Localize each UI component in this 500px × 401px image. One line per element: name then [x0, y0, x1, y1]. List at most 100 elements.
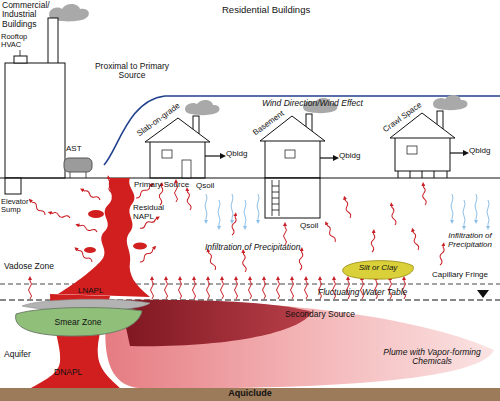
storage-tank	[64, 158, 92, 172]
water-table-symbol	[477, 290, 489, 298]
diagram-label: Vadose Zone	[4, 262, 54, 271]
infiltration-arrow	[231, 194, 233, 222]
diagram-label: Infiltration of Precipitation	[205, 243, 300, 252]
vapor-arrow	[81, 188, 101, 201]
residual-napl	[88, 210, 104, 218]
diagram-label: Residential Buildings	[222, 5, 310, 15]
diagram-label: Qsoil	[300, 222, 318, 231]
diagram-label: Qbldg	[469, 147, 490, 156]
diagram-label: Wind Direction/Wind Effect	[262, 99, 363, 108]
diagram-label: Elevator Sump	[1, 198, 41, 215]
commercial-building	[5, 63, 65, 178]
diagram-label: Aquifer	[4, 350, 31, 359]
vapor-arrow	[29, 278, 32, 299]
vapor-arrow	[75, 247, 93, 263]
node-text: Smear Zone	[12, 318, 144, 327]
infiltration-arrow	[475, 194, 477, 222]
soil-lens: Silt or Clay	[340, 258, 416, 280]
window	[162, 150, 172, 158]
diagram-label: Fluctuating Water Table	[318, 288, 407, 297]
diagram-label: AST	[66, 145, 82, 154]
ladder	[272, 180, 279, 216]
aquiclude-layer: Aquiclude	[0, 388, 500, 401]
vapor-arrow	[165, 278, 168, 299]
plume-shape	[105, 300, 494, 388]
vapor-arrow	[151, 278, 154, 299]
infiltration-arrow	[257, 194, 259, 222]
infiltration-arrow	[218, 200, 220, 228]
diagram-label: Rooftop HVAC	[1, 33, 39, 50]
airflow-arrow	[450, 152, 466, 153]
diagram-label: Qbldg	[339, 152, 360, 161]
diagram-label: DNAPL	[54, 368, 82, 377]
node-text: Silt or Clay	[340, 264, 416, 273]
diagram-label: Qsoil	[196, 182, 214, 191]
smoke-stack	[48, 18, 58, 64]
vapor-arrow	[439, 244, 446, 265]
infiltration-arrow	[205, 194, 207, 222]
residual-napl	[84, 247, 96, 253]
vapor-arrow	[139, 246, 156, 263]
vapor-arrow	[325, 222, 337, 242]
tank-support	[86, 172, 87, 178]
vapor-arrow	[221, 278, 224, 299]
diagram-label: LNAPL	[78, 287, 103, 296]
vapor-arrow	[242, 251, 247, 272]
vapor-arrow	[284, 224, 287, 245]
crawl-space-piers	[398, 171, 447, 178]
smoke-cloud	[185, 100, 219, 115]
vapor-arrow	[422, 184, 427, 205]
node-text: Aquiclude	[0, 389, 500, 399]
smoke-cloud	[433, 95, 467, 110]
vapor-arrow	[231, 214, 238, 235]
house-wall	[265, 140, 320, 178]
diagram-label: Capillary Fringe	[432, 271, 488, 280]
plume-core	[120, 300, 312, 346]
vapor-arrow	[29, 199, 46, 216]
residual-napl	[133, 243, 147, 250]
diagram-label: Secondary Source	[285, 310, 355, 319]
vapor-arrow	[249, 278, 252, 299]
airflow-arrow	[205, 155, 223, 156]
vapor-arrow	[206, 250, 216, 271]
infiltration-arrow	[451, 194, 453, 222]
infiltration-arrow	[244, 200, 246, 228]
vapor-arrow	[371, 231, 376, 252]
house-wall	[150, 141, 205, 178]
vapor-arrow	[305, 278, 308, 299]
airflow-arrow	[320, 157, 336, 158]
vapor-arrow	[207, 278, 210, 299]
node-text: Plume with Vapor-forming Chemicals	[382, 348, 482, 367]
diagram-label: Qbldg	[226, 150, 247, 159]
window	[407, 146, 417, 154]
house-wall	[395, 137, 450, 171]
vapor-arrow	[411, 229, 419, 250]
diagram-label: Infiltration of Precipitation	[440, 232, 500, 250]
diagram-label: Primary Source	[134, 181, 189, 190]
diagram-label: Commercial/ Industrial Buildings	[2, 1, 48, 29]
vapor-arrow	[193, 278, 196, 299]
basement	[265, 178, 320, 218]
smear-zone: Smear Zone	[12, 306, 144, 338]
vapor-arrow	[186, 189, 192, 210]
vapor-arrow	[390, 204, 397, 225]
vapor-arrow	[291, 278, 294, 299]
infiltration-arrow	[463, 200, 465, 228]
vapor-arrow	[49, 211, 70, 219]
elevator-sump	[5, 178, 21, 194]
window	[285, 150, 295, 158]
vapor-arrow	[179, 278, 182, 299]
tank-support	[70, 172, 71, 178]
leader-line	[20, 50, 21, 56]
diagram-label: Residual NAPL	[133, 204, 179, 222]
infiltration-arrow	[487, 200, 489, 228]
vapor-arrow	[107, 177, 114, 198]
vapor-arrow	[343, 197, 351, 218]
vapor-arrow	[299, 249, 304, 270]
vapor-arrow	[235, 278, 238, 299]
door	[182, 160, 191, 178]
hvac-unit	[14, 56, 27, 63]
primary-source	[58, 178, 150, 297]
